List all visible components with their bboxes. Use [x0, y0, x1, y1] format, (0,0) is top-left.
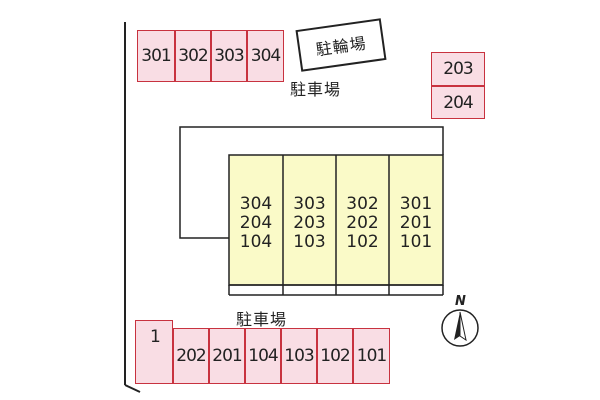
parking-space: 301 [137, 30, 175, 82]
building-unit-column: 301 201 101 [399, 194, 433, 252]
parking-space: 302 [175, 30, 211, 82]
parking-space: 303 [211, 30, 247, 82]
building-unit-column: 304 204 104 [239, 194, 273, 252]
parking-space: 104 [245, 328, 281, 384]
parking-space: 204 [431, 86, 485, 119]
building-unit-column: 302 202 102 [346, 194, 379, 252]
compass-icon [441, 309, 479, 347]
parking-space: 201 [209, 328, 245, 384]
parking-space: 203 [431, 52, 485, 86]
parking-space: 1 [135, 320, 173, 384]
building-unit-column: 303 203 103 [293, 194, 326, 252]
parking-space: 101 [353, 328, 390, 384]
compass-north-label: N [455, 294, 466, 309]
parking-space: 202 [173, 328, 209, 384]
parking-space: 304 [247, 30, 284, 82]
parking-space: 103 [281, 328, 317, 384]
site-boundary-corner [124, 384, 141, 393]
building-outline [179, 126, 444, 239]
parking-label-bottom: 駐車場 [236, 310, 288, 329]
parking-space: 102 [317, 328, 353, 384]
parking-label-top: 駐車場 [290, 80, 342, 99]
